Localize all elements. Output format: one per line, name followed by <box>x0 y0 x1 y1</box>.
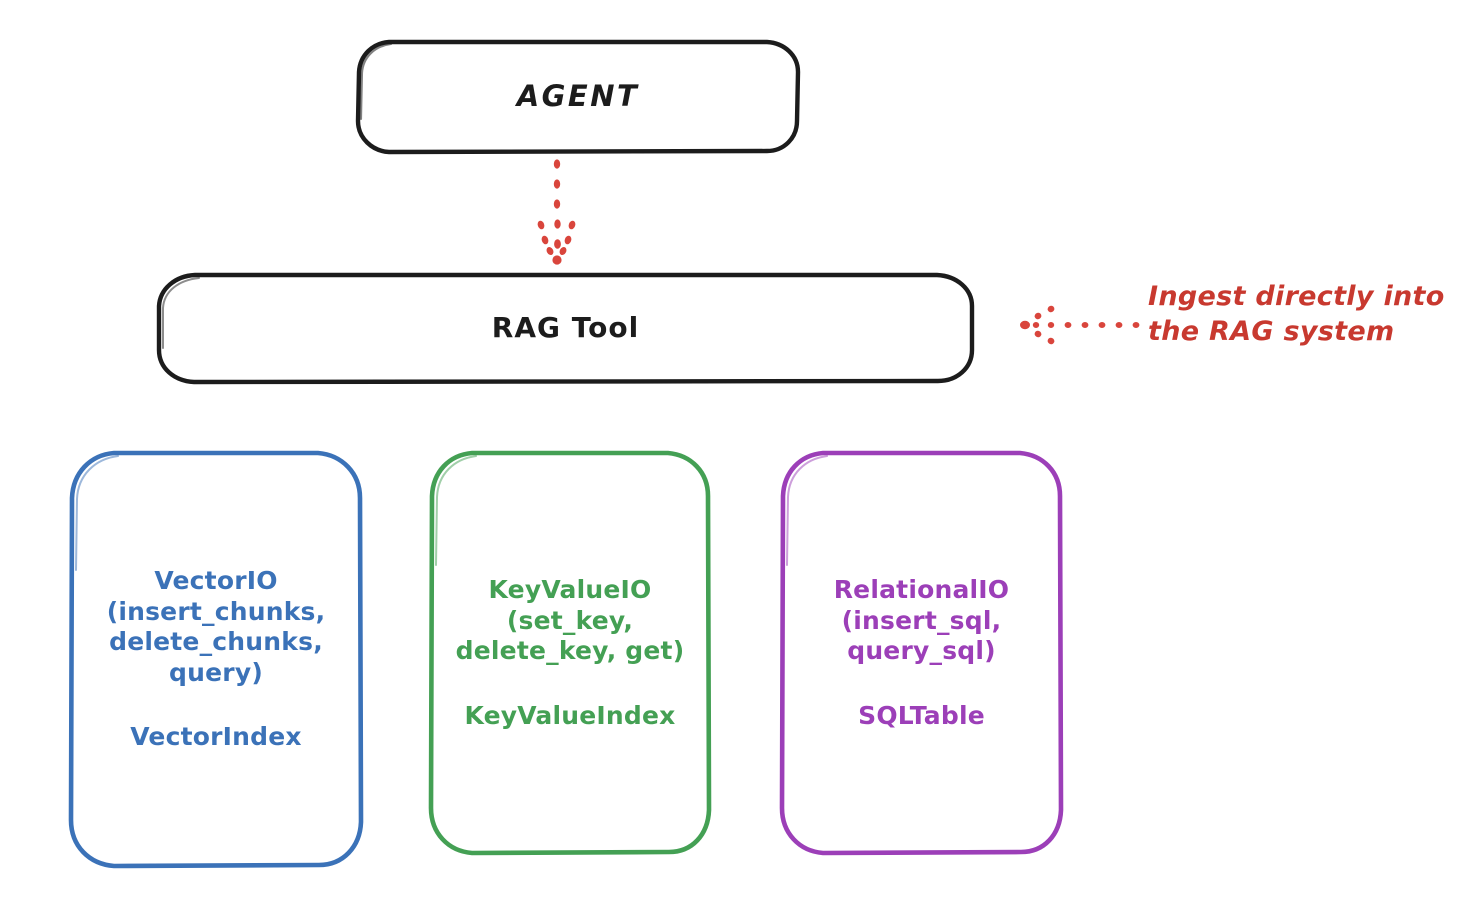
agent-label: AGENT <box>516 79 640 114</box>
node-key-value-io[interactable]: KeyValueIO (set_key, delete_key, get) Ke… <box>428 450 712 856</box>
node-relational-io[interactable]: RelationalIO (insert_sql, query_sql) SQL… <box>779 450 1064 856</box>
relational-io-methods-label: RelationalIO (insert_sql, query_sql) <box>833 575 1010 665</box>
annotation-ingest: Ingest directly into the RAG system <box>1148 281 1445 348</box>
key-value-io-index-label: KeyValueIndex <box>464 700 676 730</box>
node-vector-io[interactable]: VectorIO (insert_chunks, delete_chunks, … <box>68 450 364 869</box>
relational-io-table-label: SQLTable <box>858 700 985 730</box>
key-value-io-methods-label: KeyValueIO (set_key, delete_key, get) <box>455 575 685 665</box>
node-rag-tool[interactable]: RAG Tool <box>155 272 976 385</box>
node-agent[interactable]: AGENT <box>355 39 801 155</box>
rag-tool-label: RAG Tool <box>491 310 640 344</box>
vector-io-methods-label: VectorIO (insert_chunks, delete_chunks, … <box>106 566 326 687</box>
connector-agent-to-rag-tool <box>537 159 576 265</box>
connector-ingest-to-rag-tool <box>1020 305 1140 345</box>
vector-io-index-label: VectorIndex <box>130 722 302 752</box>
